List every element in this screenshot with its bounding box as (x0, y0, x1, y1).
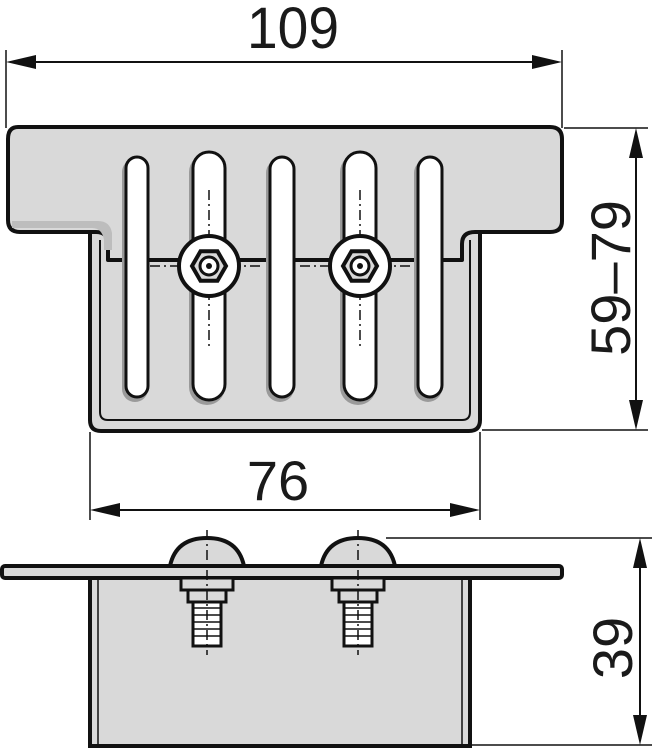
basket-inner-edge (99, 240, 471, 421)
dimension-label-109: 109 (247, 0, 339, 61)
side-view (0, 530, 564, 748)
flange-shadow (12, 221, 112, 250)
dimension-label-59-79: 59–79 (579, 200, 642, 356)
slot (416, 155, 444, 399)
dimension-body-width: 76 (89, 432, 481, 520)
dimension-label-39: 39 (581, 617, 644, 679)
side-body (88, 564, 472, 748)
slot (268, 155, 296, 399)
bolt-head (328, 234, 392, 298)
top-view (6, 125, 564, 433)
side-flange (0, 564, 564, 580)
dimension-label-76: 76 (247, 449, 309, 512)
dimension-height-range: 59–79 (482, 127, 648, 431)
slot (124, 155, 150, 399)
side-bolt (318, 530, 398, 655)
dimension-side-height: 39 (386, 537, 652, 746)
dimension-overall-width: 109 (5, 0, 563, 128)
bolt-head (177, 234, 241, 298)
side-bolt (167, 530, 247, 655)
